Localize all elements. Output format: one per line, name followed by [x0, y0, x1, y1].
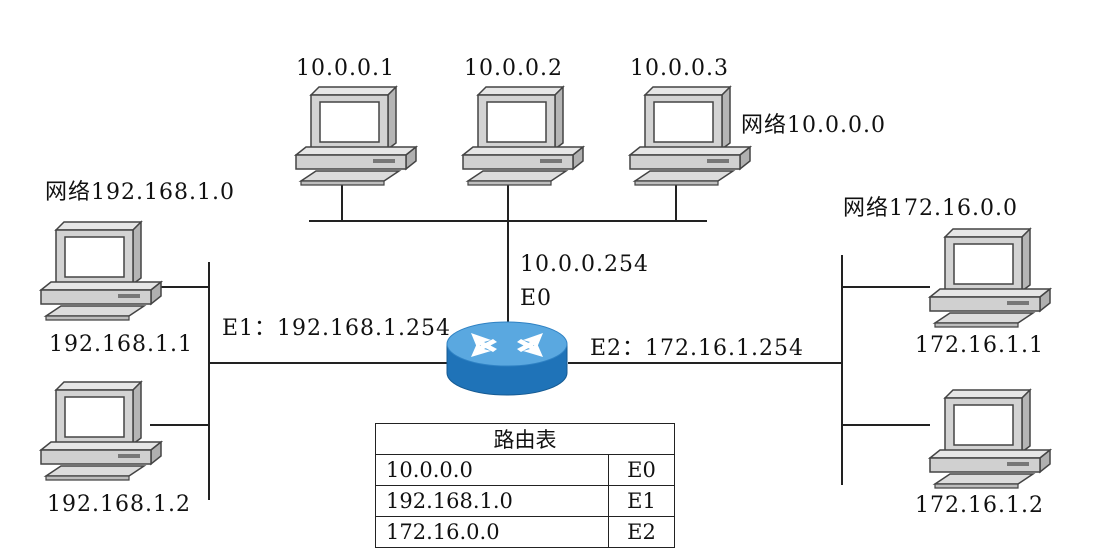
computer-icon	[462, 86, 584, 186]
computer-icon	[40, 221, 162, 321]
computer-icon	[929, 228, 1051, 328]
host-ip-label: 192.168.1.2	[47, 492, 191, 517]
router-e2-label: E2：172.16.1.254	[590, 336, 805, 361]
table-row: 192.168.1.0 E1	[375, 485, 675, 517]
host-ip-label: 172.16.1.2	[915, 493, 1044, 518]
router-e1-label: E1：192.168.1.254	[222, 316, 452, 341]
router-e0-ip: 10.0.0.254	[520, 252, 649, 277]
route-network: 10.0.0.0	[375, 454, 609, 486]
route-network: 192.168.1.0	[375, 485, 609, 517]
host-ip-label: 10.0.0.2	[464, 56, 563, 81]
routing-table-title: 路由表	[375, 423, 675, 455]
computer-icon	[929, 389, 1051, 489]
network-lines	[150, 185, 930, 500]
router-icon	[446, 321, 568, 396]
host-ip-label: 10.0.0.3	[630, 56, 729, 81]
host-ip-label: 192.168.1.1	[49, 332, 193, 357]
network-label-top: 网络10.0.0.0	[741, 113, 886, 138]
computer-icon	[40, 381, 162, 481]
router-e0-name: E0	[520, 286, 553, 311]
route-interface: E0	[608, 454, 675, 486]
computer-icon	[295, 86, 417, 186]
route-network: 172.16.0.0	[375, 516, 609, 548]
table-row: 10.0.0.0 E0	[375, 454, 675, 486]
computer-icon	[629, 86, 751, 186]
table-row: 172.16.0.0 E2	[375, 516, 675, 548]
host-ip-label: 10.0.0.1	[296, 56, 395, 81]
route-interface: E1	[608, 485, 675, 517]
host-ip-label: 172.16.1.1	[915, 333, 1044, 358]
network-label-left: 网络192.168.1.0	[45, 180, 235, 205]
routing-table: 路由表 10.0.0.0 E0 192.168.1.0 E1 172.16.0.…	[375, 423, 675, 548]
route-interface: E2	[608, 516, 675, 548]
network-label-right: 网络172.16.0.0	[843, 196, 1018, 221]
